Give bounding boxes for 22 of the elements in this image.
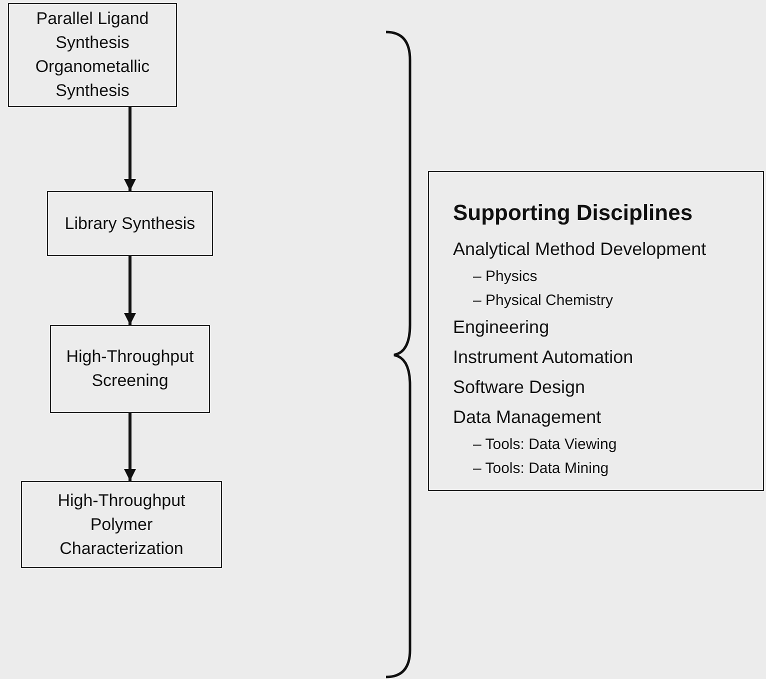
arrow [124,107,136,191]
process-box [8,3,177,107]
panel-title: Supporting Disciplines [453,200,693,226]
sub-item: – Physical Chemistry [473,292,614,310]
step-label: Library Synthesis [64,212,196,234]
sub-item: – Tools: Data Viewing [473,436,617,454]
discipline-item: Analytical Method Development [453,238,706,260]
supporting-disciplines-panel [428,171,764,491]
process-box [47,191,213,256]
discipline-item: Software Design [453,376,586,398]
process-box [50,325,210,413]
discipline-item: Instrument Automation [453,346,634,368]
step-label: High-Throughput Polymer Characterization [56,490,186,560]
sub-item: – Physics [473,268,538,286]
step-label: High-Throughput Screening [65,346,195,392]
discipline-item: Engineering [453,316,550,338]
sub-item: – Tools: Data Mining [473,460,609,478]
step-label: Parallel Ligand Synthesis Organometallic Synthesis [34,8,151,102]
arrow [124,413,136,481]
arrow [124,256,136,325]
process-box [21,481,222,568]
discipline-item: Data Management [453,406,602,428]
